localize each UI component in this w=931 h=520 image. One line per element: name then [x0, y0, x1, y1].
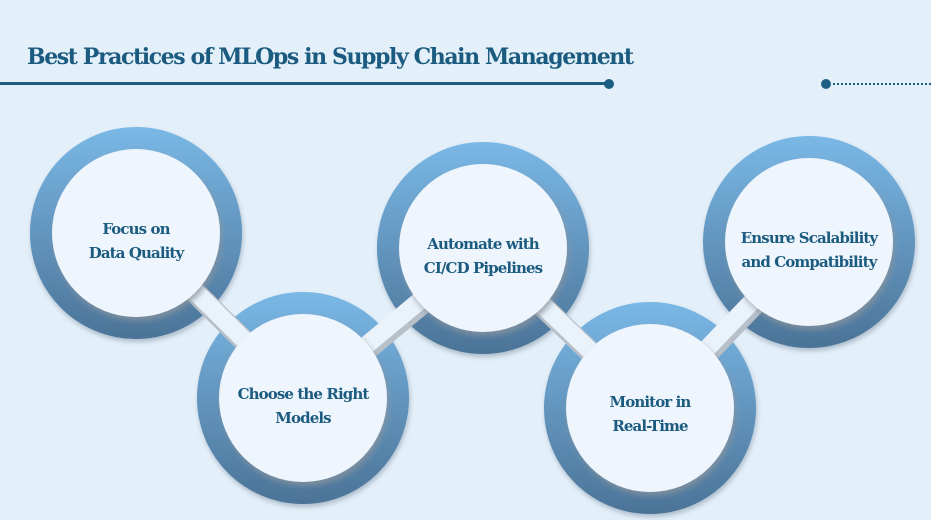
step-inner-disc-1 [52, 149, 220, 317]
step-inner-disc-5 [725, 158, 893, 326]
step-label-line2: Models [275, 409, 331, 427]
page-title: Best Practices of MLOps in Supply Chain … [27, 44, 634, 70]
connector-3-to-4 [533, 295, 600, 361]
step-label-line1: Choose the Right [237, 385, 370, 403]
connector-2-to-3 [357, 291, 429, 355]
title-underline [0, 82, 606, 85]
step-label-line2: and Compatibility [741, 253, 878, 271]
decorative-dotted-line [833, 83, 931, 85]
connector-1-to-2 [185, 281, 254, 350]
step-label-line2: Data Quality [88, 244, 184, 262]
step-label-line1: Monitor in [609, 393, 692, 411]
step-label-line2: Real-Time [612, 417, 688, 435]
step-label-1: Focus on Data Quality [51, 217, 221, 265]
step-label-line1: Automate with [427, 235, 539, 253]
step-label-5: Ensure Scalability and Compatibility [724, 226, 894, 274]
decorative-dot [821, 79, 831, 89]
step-label-line2: CI/CD Pipelines [423, 259, 543, 277]
step-inner-disc-3 [399, 164, 567, 332]
connector-4-to-5 [697, 292, 762, 358]
step-label-line1: Ensure Scalability [740, 229, 878, 247]
step-label-line1: Focus on [102, 220, 170, 238]
step-inner-disc-4 [566, 324, 734, 492]
step-inner-disc-2 [219, 314, 387, 482]
title-underline-end-dot [604, 79, 614, 89]
step-label-4: Monitor in Real-Time [565, 390, 735, 438]
